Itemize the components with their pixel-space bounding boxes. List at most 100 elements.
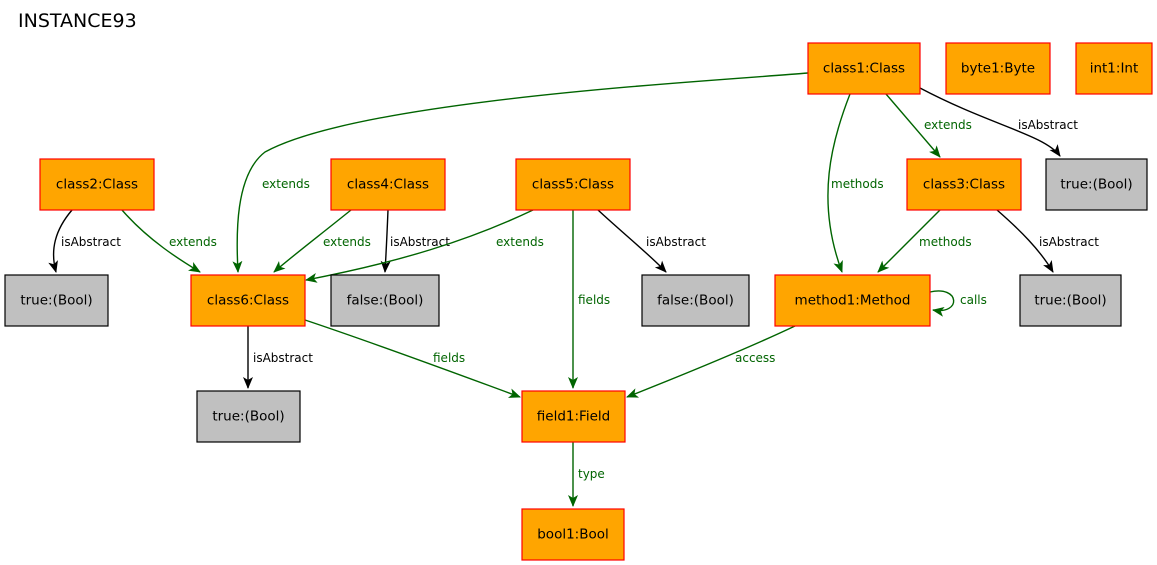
edge-label: isAbstract [1018, 118, 1078, 132]
edge-fields: fields [304, 319, 521, 398]
node-false-c4: false:(Bool) [330, 274, 440, 327]
node-box [196, 390, 301, 443]
edge-isabstract: isAbstract [48, 209, 121, 273]
edge-isabstract: isAbstract [243, 326, 313, 389]
edge-label: type [578, 467, 605, 481]
edge-line [380, 209, 391, 273]
edge-line [827, 93, 851, 273]
edge-label: isAbstract [390, 235, 450, 249]
node-box [906, 158, 1022, 211]
node-label: class4:Class [347, 177, 429, 193]
node-label: true:(Bool) [20, 293, 92, 309]
node-class6: class6:Class [190, 274, 306, 327]
edge-label: isAbstract [646, 235, 706, 249]
edge-isabstract: isAbstract [380, 209, 450, 273]
node-box [1075, 42, 1153, 95]
edge-line [626, 325, 796, 398]
edge-calls: calls [929, 290, 987, 317]
node-label: int1:Int [1090, 61, 1139, 77]
node-class2: class2:Class [39, 158, 155, 211]
edge-type: type [568, 442, 605, 507]
node-bool1: bool1:Bool [521, 508, 625, 561]
edge-line [48, 209, 73, 273]
node-box [641, 274, 750, 327]
edge-label: isAbstract [61, 235, 121, 249]
edge-isabstract: isAbstract [919, 87, 1078, 157]
node-box [4, 274, 109, 327]
edge-label: extends [496, 235, 544, 249]
edge-label: extends [924, 118, 972, 132]
node-true-c2: true:(Bool) [4, 274, 109, 327]
edge-fields: fields [568, 210, 610, 389]
edge-line [885, 93, 941, 158]
edge-extends: extends [121, 209, 217, 273]
node-false-c5: false:(Bool) [641, 274, 750, 327]
node-label: byte1:Byte [961, 61, 1035, 77]
node-label: method1:Method [795, 293, 911, 309]
edge-line [996, 209, 1054, 273]
node-class3: class3:Class [906, 158, 1022, 211]
edge-isabstract: isAbstract [996, 209, 1099, 273]
node-true-c1: true:(Bool) [1045, 158, 1148, 211]
node-label: class2:Class [56, 177, 138, 193]
edge-line [232, 72, 809, 273]
node-true-c3: true:(Bool) [1019, 274, 1122, 327]
edge-line [121, 209, 201, 273]
edge-label: isAbstract [1039, 235, 1099, 249]
edge-line [597, 209, 667, 273]
edge-extends: extends [273, 209, 371, 273]
node-box [190, 274, 306, 327]
node-box [330, 274, 440, 327]
node-label: true:(Bool) [1034, 293, 1106, 309]
edge-label: extends [262, 177, 310, 191]
edge-methods: methods [877, 209, 972, 273]
node-class5: class5:Class [515, 158, 631, 211]
edge-label: extends [169, 235, 217, 249]
node-label: bool1:Bool [537, 527, 609, 543]
edge-label: access [735, 351, 775, 365]
edge-methods: methods [827, 93, 884, 273]
node-label: field1:Field [537, 409, 610, 425]
node-label: class5:Class [532, 177, 614, 193]
node-box [521, 390, 626, 443]
node-box [1019, 274, 1122, 327]
diagram-title: INSTANCE93 [18, 10, 137, 32]
node-label: true:(Bool) [1060, 177, 1132, 193]
edge-extends: extends [232, 72, 809, 273]
edge-extends: extends [885, 93, 972, 158]
node-label: true:(Bool) [212, 409, 284, 425]
edge-isabstract: isAbstract [597, 209, 706, 273]
node-box [330, 158, 446, 211]
edge-label: fields [433, 351, 465, 365]
node-box [515, 158, 631, 211]
edge-label: fields [578, 293, 610, 307]
node-true-c6: true:(Bool) [196, 390, 301, 443]
edge-line [305, 209, 534, 283]
edge-access: access [626, 325, 796, 398]
node-byte1: byte1:Byte [945, 42, 1051, 95]
node-label: false:(Bool) [347, 293, 424, 309]
node-label: false:(Bool) [657, 293, 734, 309]
node-box [1045, 158, 1148, 211]
node-field1: field1:Field [521, 390, 626, 443]
node-method1: method1:Method [774, 274, 931, 327]
edge-line [919, 87, 1061, 157]
node-label: class6:Class [207, 293, 289, 309]
edge-label: calls [960, 293, 987, 307]
node-box [39, 158, 155, 211]
node-int1: int1:Int [1075, 42, 1153, 95]
edge-line [929, 290, 955, 317]
node-class1: class1:Class [807, 42, 921, 95]
node-box [807, 42, 921, 95]
node-box [774, 274, 931, 327]
edge-label: isAbstract [253, 351, 313, 365]
edge-label: methods [919, 235, 972, 249]
edge-line [877, 209, 941, 273]
node-box [945, 42, 1051, 95]
node-label: class3:Class [923, 177, 1005, 193]
edge-line [273, 209, 352, 273]
edge-line [304, 319, 521, 398]
edge-extends: extends [305, 209, 544, 283]
node-box [521, 508, 625, 561]
